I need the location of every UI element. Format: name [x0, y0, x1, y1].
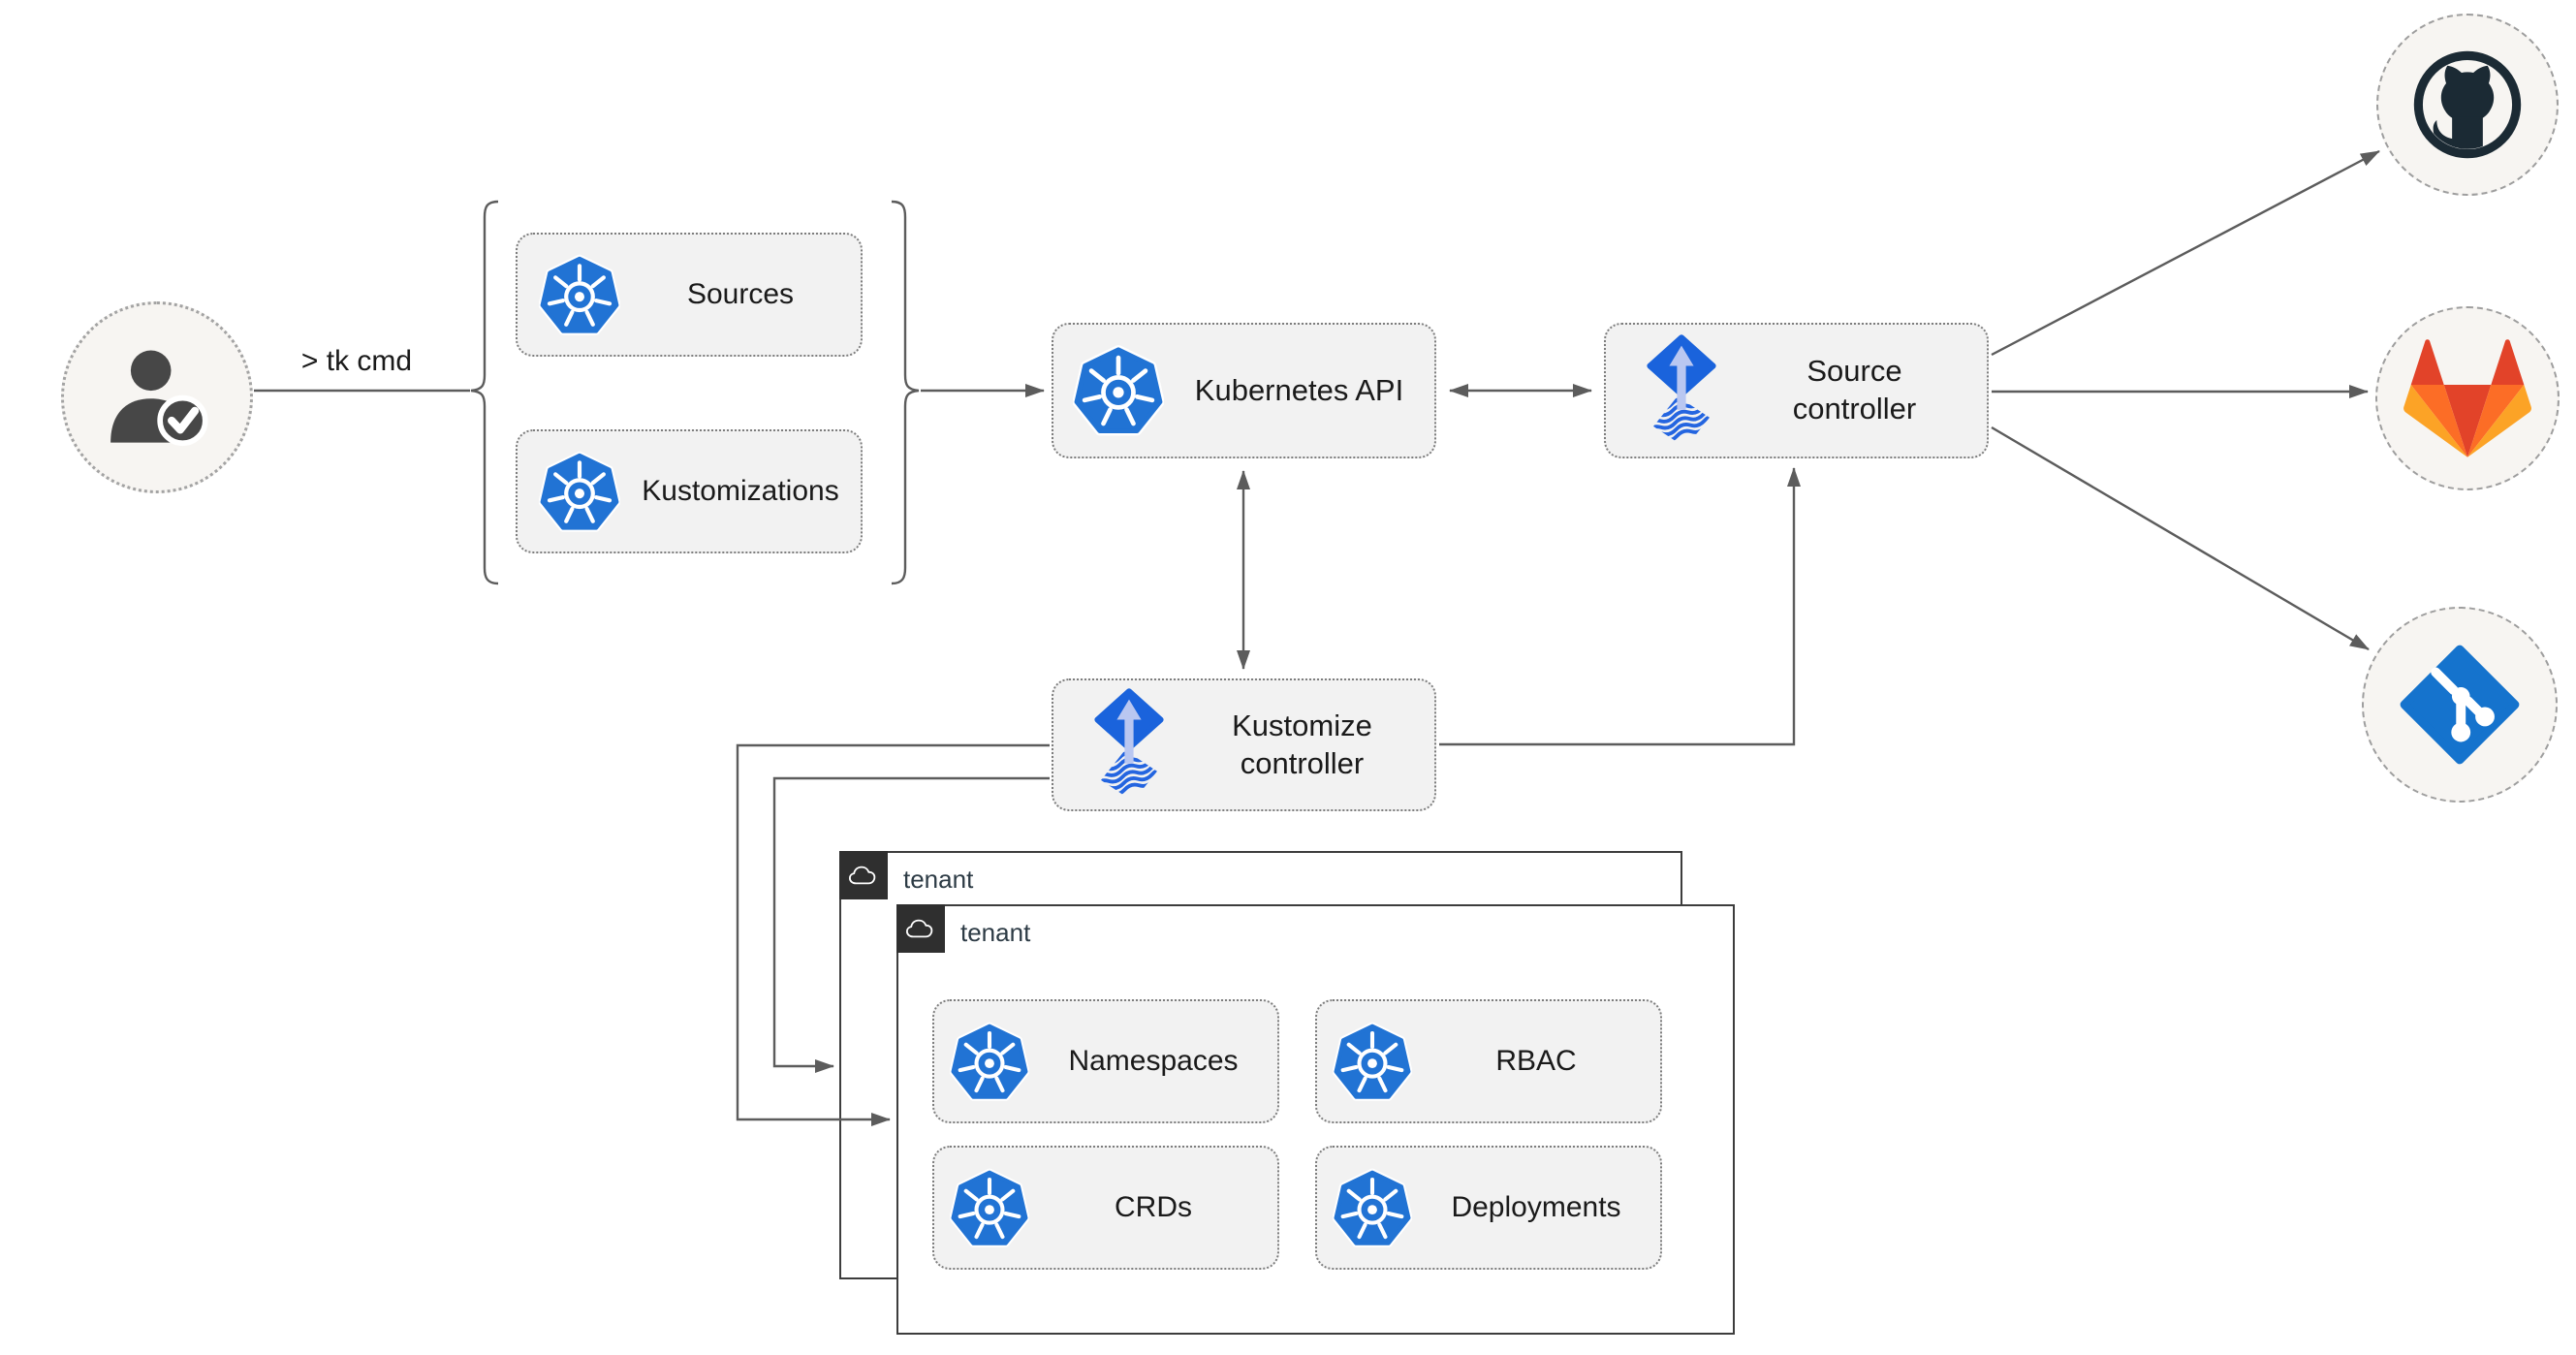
- flux-icon: [1088, 687, 1170, 803]
- box-sources-label: Sources: [686, 278, 795, 311]
- edge-source-to-git: [1991, 425, 2370, 651]
- edge-source-to-github: [1991, 149, 2380, 357]
- kubernetes-icon: [1333, 1167, 1412, 1249]
- resource-namespaces: Namespaces: [932, 999, 1279, 1123]
- provider-github: [2376, 14, 2559, 196]
- tenant-back-badge: [839, 851, 888, 899]
- box-sources: Sources: [516, 233, 863, 357]
- gitlab-icon: [2403, 339, 2531, 457]
- label-line: controller: [1792, 392, 1917, 425]
- tenant-front-badge: [896, 904, 945, 953]
- user-check-icon: [96, 336, 218, 458]
- kubernetes-icon: [539, 253, 620, 337]
- node-source-controller: Source controller: [1604, 323, 1989, 458]
- resource-label: Namespaces: [1068, 1045, 1239, 1078]
- kubernetes-icon: [950, 1167, 1029, 1249]
- git-icon: [2400, 645, 2520, 765]
- resource-rbac: RBAC: [1315, 999, 1662, 1123]
- node-kustomize-controller: Kustomize controller: [1052, 678, 1436, 811]
- resource-label: CRDs: [1115, 1191, 1192, 1224]
- github-icon: [2408, 46, 2527, 164]
- kubernetes-icon: [950, 1021, 1029, 1103]
- resource-label: RBAC: [1495, 1045, 1577, 1078]
- box-kustomizations: Kustomizations: [516, 429, 863, 553]
- label-line: Kustomize: [1232, 708, 1372, 742]
- provider-git: [2362, 607, 2558, 803]
- cloud-icon: [904, 917, 937, 940]
- label-line: Source: [1806, 354, 1902, 389]
- cloud-icon: [847, 864, 880, 887]
- node-kubernetes-api: Kubernetes API: [1052, 323, 1436, 458]
- group-bracket-left: [470, 200, 499, 585]
- kubernetes-icon: [1073, 343, 1164, 438]
- tenant-window-front: tenant Namespaces RBAC CRDs Deployments: [896, 904, 1735, 1335]
- tenant-back-title: tenant: [903, 865, 974, 894]
- edge-kustomize-to-source: [1439, 467, 1801, 746]
- resource-label: Deployments: [1451, 1191, 1621, 1224]
- node-kubernetes-api-label: Kubernetes API: [1194, 372, 1404, 407]
- node-kustomize-controller-label: Kustomize controller: [1170, 708, 1434, 783]
- box-kustomizations-label: Kustomizations: [642, 475, 839, 508]
- node-source-controller-label: Source controller: [1722, 353, 1987, 428]
- provider-gitlab: [2375, 306, 2560, 490]
- flux-icon: [1641, 333, 1722, 449]
- resource-crds: CRDs: [932, 1146, 1279, 1270]
- kubernetes-icon: [539, 450, 620, 534]
- group-bracket-right: [891, 200, 920, 585]
- tk-cmd-label: > tk cmd: [300, 345, 413, 377]
- tenant-front-title: tenant: [960, 918, 1031, 947]
- kubernetes-icon: [1333, 1021, 1412, 1103]
- label-line: controller: [1240, 745, 1365, 780]
- user-actor: [61, 301, 253, 493]
- resource-deployments: Deployments: [1315, 1146, 1662, 1270]
